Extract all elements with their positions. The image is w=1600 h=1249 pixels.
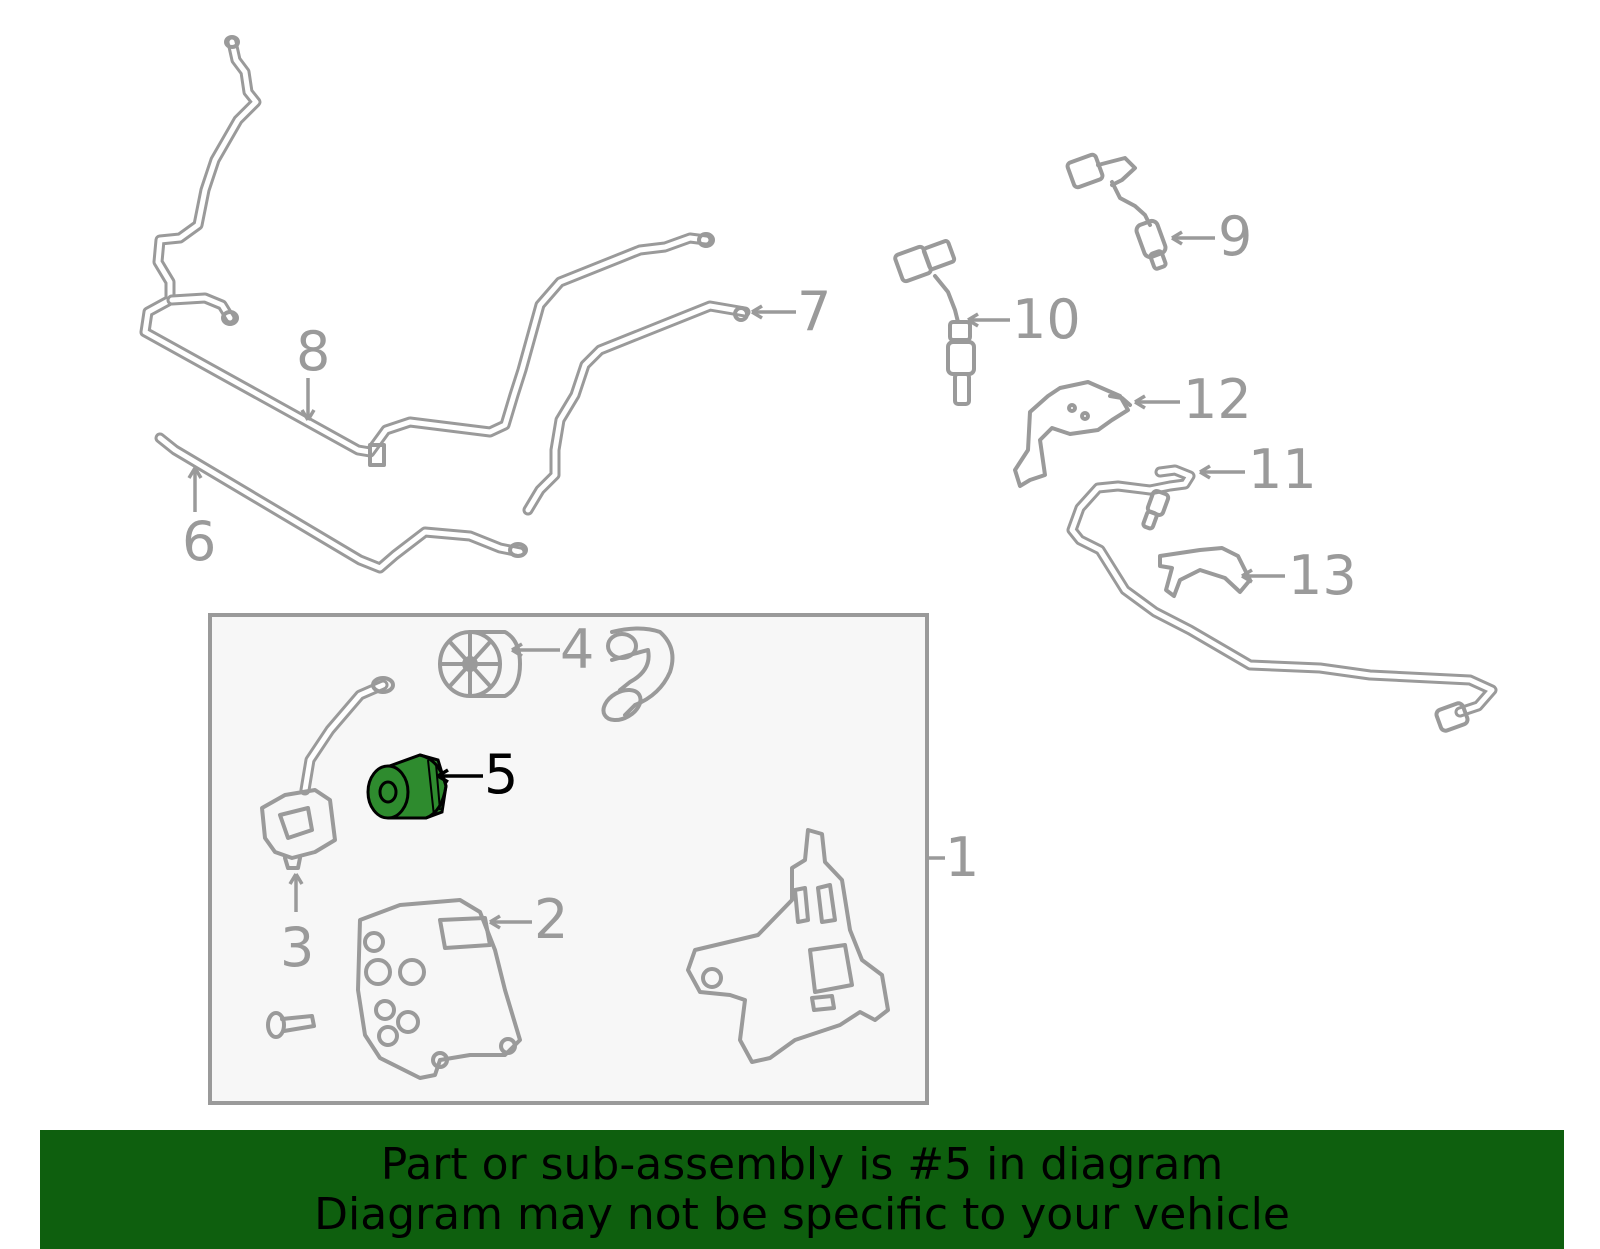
part-12-bracket <box>1013 380 1132 488</box>
part-4-hose <box>601 626 675 723</box>
callout-11: 11 <box>1248 438 1317 501</box>
callout-3: 3 <box>280 916 314 979</box>
assembly-box <box>208 613 929 1105</box>
banner-line-2: Diagram may not be specific to your vehi… <box>314 1189 1290 1240</box>
callout-13: 13 <box>1288 544 1357 607</box>
part-5-bushing <box>366 753 448 820</box>
part-8-tube <box>139 35 715 467</box>
part-7-tube <box>522 300 751 516</box>
part-13-clip <box>1158 546 1252 598</box>
mount-bracket <box>686 828 890 1064</box>
leader-lines <box>187 230 1285 930</box>
part-10-sensor <box>893 239 976 406</box>
callout-12: 12 <box>1183 368 1252 431</box>
callout-9: 9 <box>1218 205 1252 268</box>
part-4-cap <box>438 630 522 698</box>
callout-4: 4 <box>560 618 594 681</box>
callout-2: 2 <box>534 888 568 951</box>
part-9-sensor <box>1065 152 1168 271</box>
part-11-sensor-harness <box>1066 464 1498 733</box>
callout-5: 5 <box>484 743 518 806</box>
callout-6: 6 <box>182 510 216 573</box>
callout-7: 7 <box>797 280 831 343</box>
part-6-tube <box>154 432 528 574</box>
callout-1: 1 <box>945 826 979 889</box>
part-3-sensor <box>260 676 395 870</box>
info-banner: Part or sub-assembly is #5 in diagram Di… <box>40 1130 1564 1249</box>
callout-10: 10 <box>1012 288 1081 351</box>
callout-8: 8 <box>296 320 330 383</box>
banner-line-1: Part or sub-assembly is #5 in diagram <box>380 1139 1224 1190</box>
part-2-mount <box>356 898 522 1080</box>
bolt <box>266 1011 316 1039</box>
